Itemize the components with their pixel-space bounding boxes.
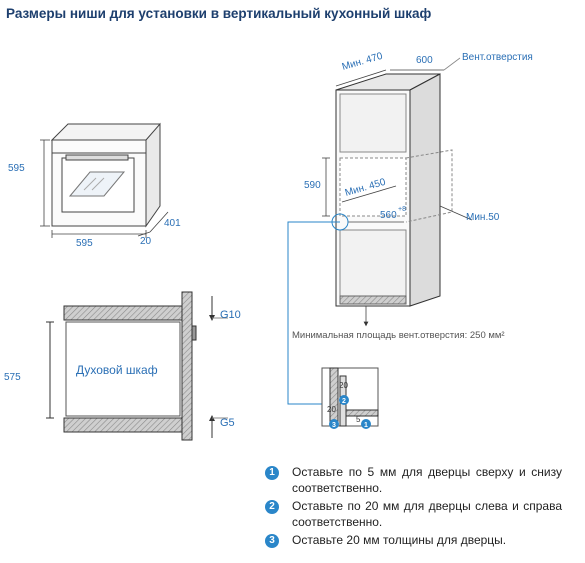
detail-mid-vertical-label: 20: [327, 405, 336, 414]
cabinet-drawing: [335, 73, 453, 307]
detail-marker-2: 2: [339, 395, 349, 405]
cabinet-depth-label: 600: [416, 55, 433, 66]
note-badge: 3: [265, 534, 279, 548]
note-item: 3 Оставьте 20 мм толщины для дверцы.: [262, 532, 562, 548]
detail-marker-3: 3: [329, 419, 339, 429]
oven-name-label: Духовой шкаф: [76, 363, 158, 377]
side-section-drawing: [46, 291, 228, 441]
svg-text:1: 1: [364, 422, 368, 429]
niche-width-tolerance: +8: [398, 206, 406, 213]
oven-width-label: 595: [76, 238, 93, 249]
oven-door-label: 20: [140, 236, 152, 247]
vent-holes-label: Вент.отверстия: [462, 52, 533, 63]
oven-height-label: 595: [8, 163, 25, 174]
gap-bottom-label: G5: [220, 417, 235, 429]
oven-depth-label: 401: [164, 218, 181, 229]
oven-drawing: [50, 122, 161, 228]
note-text: Оставьте 20 мм толщины для дверцы.: [292, 533, 507, 547]
notes-list: 1 Оставьте по 5 мм для дверцы сверху и с…: [262, 464, 562, 550]
niche-height-label: 590: [304, 180, 321, 191]
page-title: Размеры ниши для установки в вертикальны…: [6, 6, 432, 21]
note-text: Оставьте по 5 мм для дверцы сверху и сни…: [292, 465, 562, 495]
detail-top-vertical-label: 20: [339, 381, 348, 390]
note-item: 2 Оставьте по 20 мм для дверцы слева и с…: [262, 498, 562, 530]
note-item: 1 Оставьте по 5 мм для дверцы сверху и с…: [262, 464, 562, 496]
svg-text:2: 2: [342, 398, 346, 405]
detail-bottom-gap-label: 5: [356, 415, 361, 424]
niche-width-label: 560: [380, 210, 397, 221]
note-text: Оставьте по 20 мм для дверцы слева и спр…: [292, 499, 562, 529]
note-badge: 1: [265, 466, 279, 480]
gap-top-label: G10: [220, 309, 241, 321]
svg-text:3: 3: [332, 422, 336, 429]
side-height-label: 575: [4, 372, 21, 383]
oven-dimension-lines: [40, 139, 169, 238]
min-vent-area-label: Минимальная площадь вент.отверстия: 250 …: [292, 330, 505, 341]
note-badge: 2: [265, 500, 279, 514]
cabinet-min-depth-label: Мин. 470: [341, 51, 385, 73]
min-gap-label: Мин.50: [466, 212, 500, 223]
detail-marker-1: 1: [361, 419, 371, 429]
cabinet-dimension-lines: [322, 57, 473, 327]
